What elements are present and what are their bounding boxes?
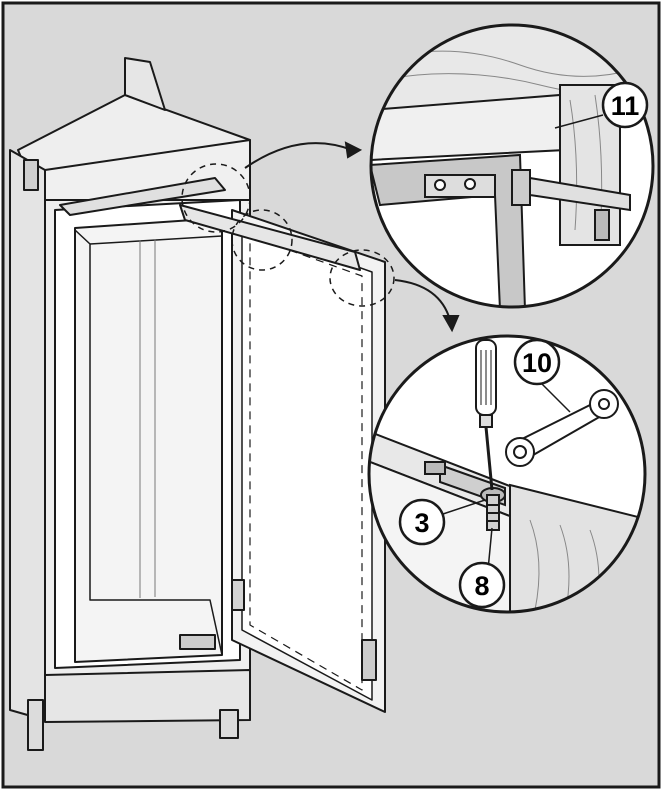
detail-markers	[181, 163, 395, 307]
callout-3-label: 3	[414, 508, 429, 538]
door	[179, 204, 386, 713]
callout-8-label: 8	[474, 571, 489, 601]
wrench-icon	[505, 389, 619, 467]
detail-circle-bottom	[367, 334, 647, 614]
callout-11-label: 11	[611, 91, 640, 121]
callout-8: 8	[458, 561, 506, 609]
leader-lines	[439, 114, 604, 571]
detail-arrows	[244, 141, 460, 333]
appliance-body	[54, 177, 241, 669]
callout-11: 11	[601, 81, 649, 129]
callout-10-label: 10	[522, 348, 552, 378]
screwdriver-icon	[475, 339, 497, 491]
callout-3: 3	[398, 498, 446, 546]
callout-10: 10	[513, 338, 561, 386]
